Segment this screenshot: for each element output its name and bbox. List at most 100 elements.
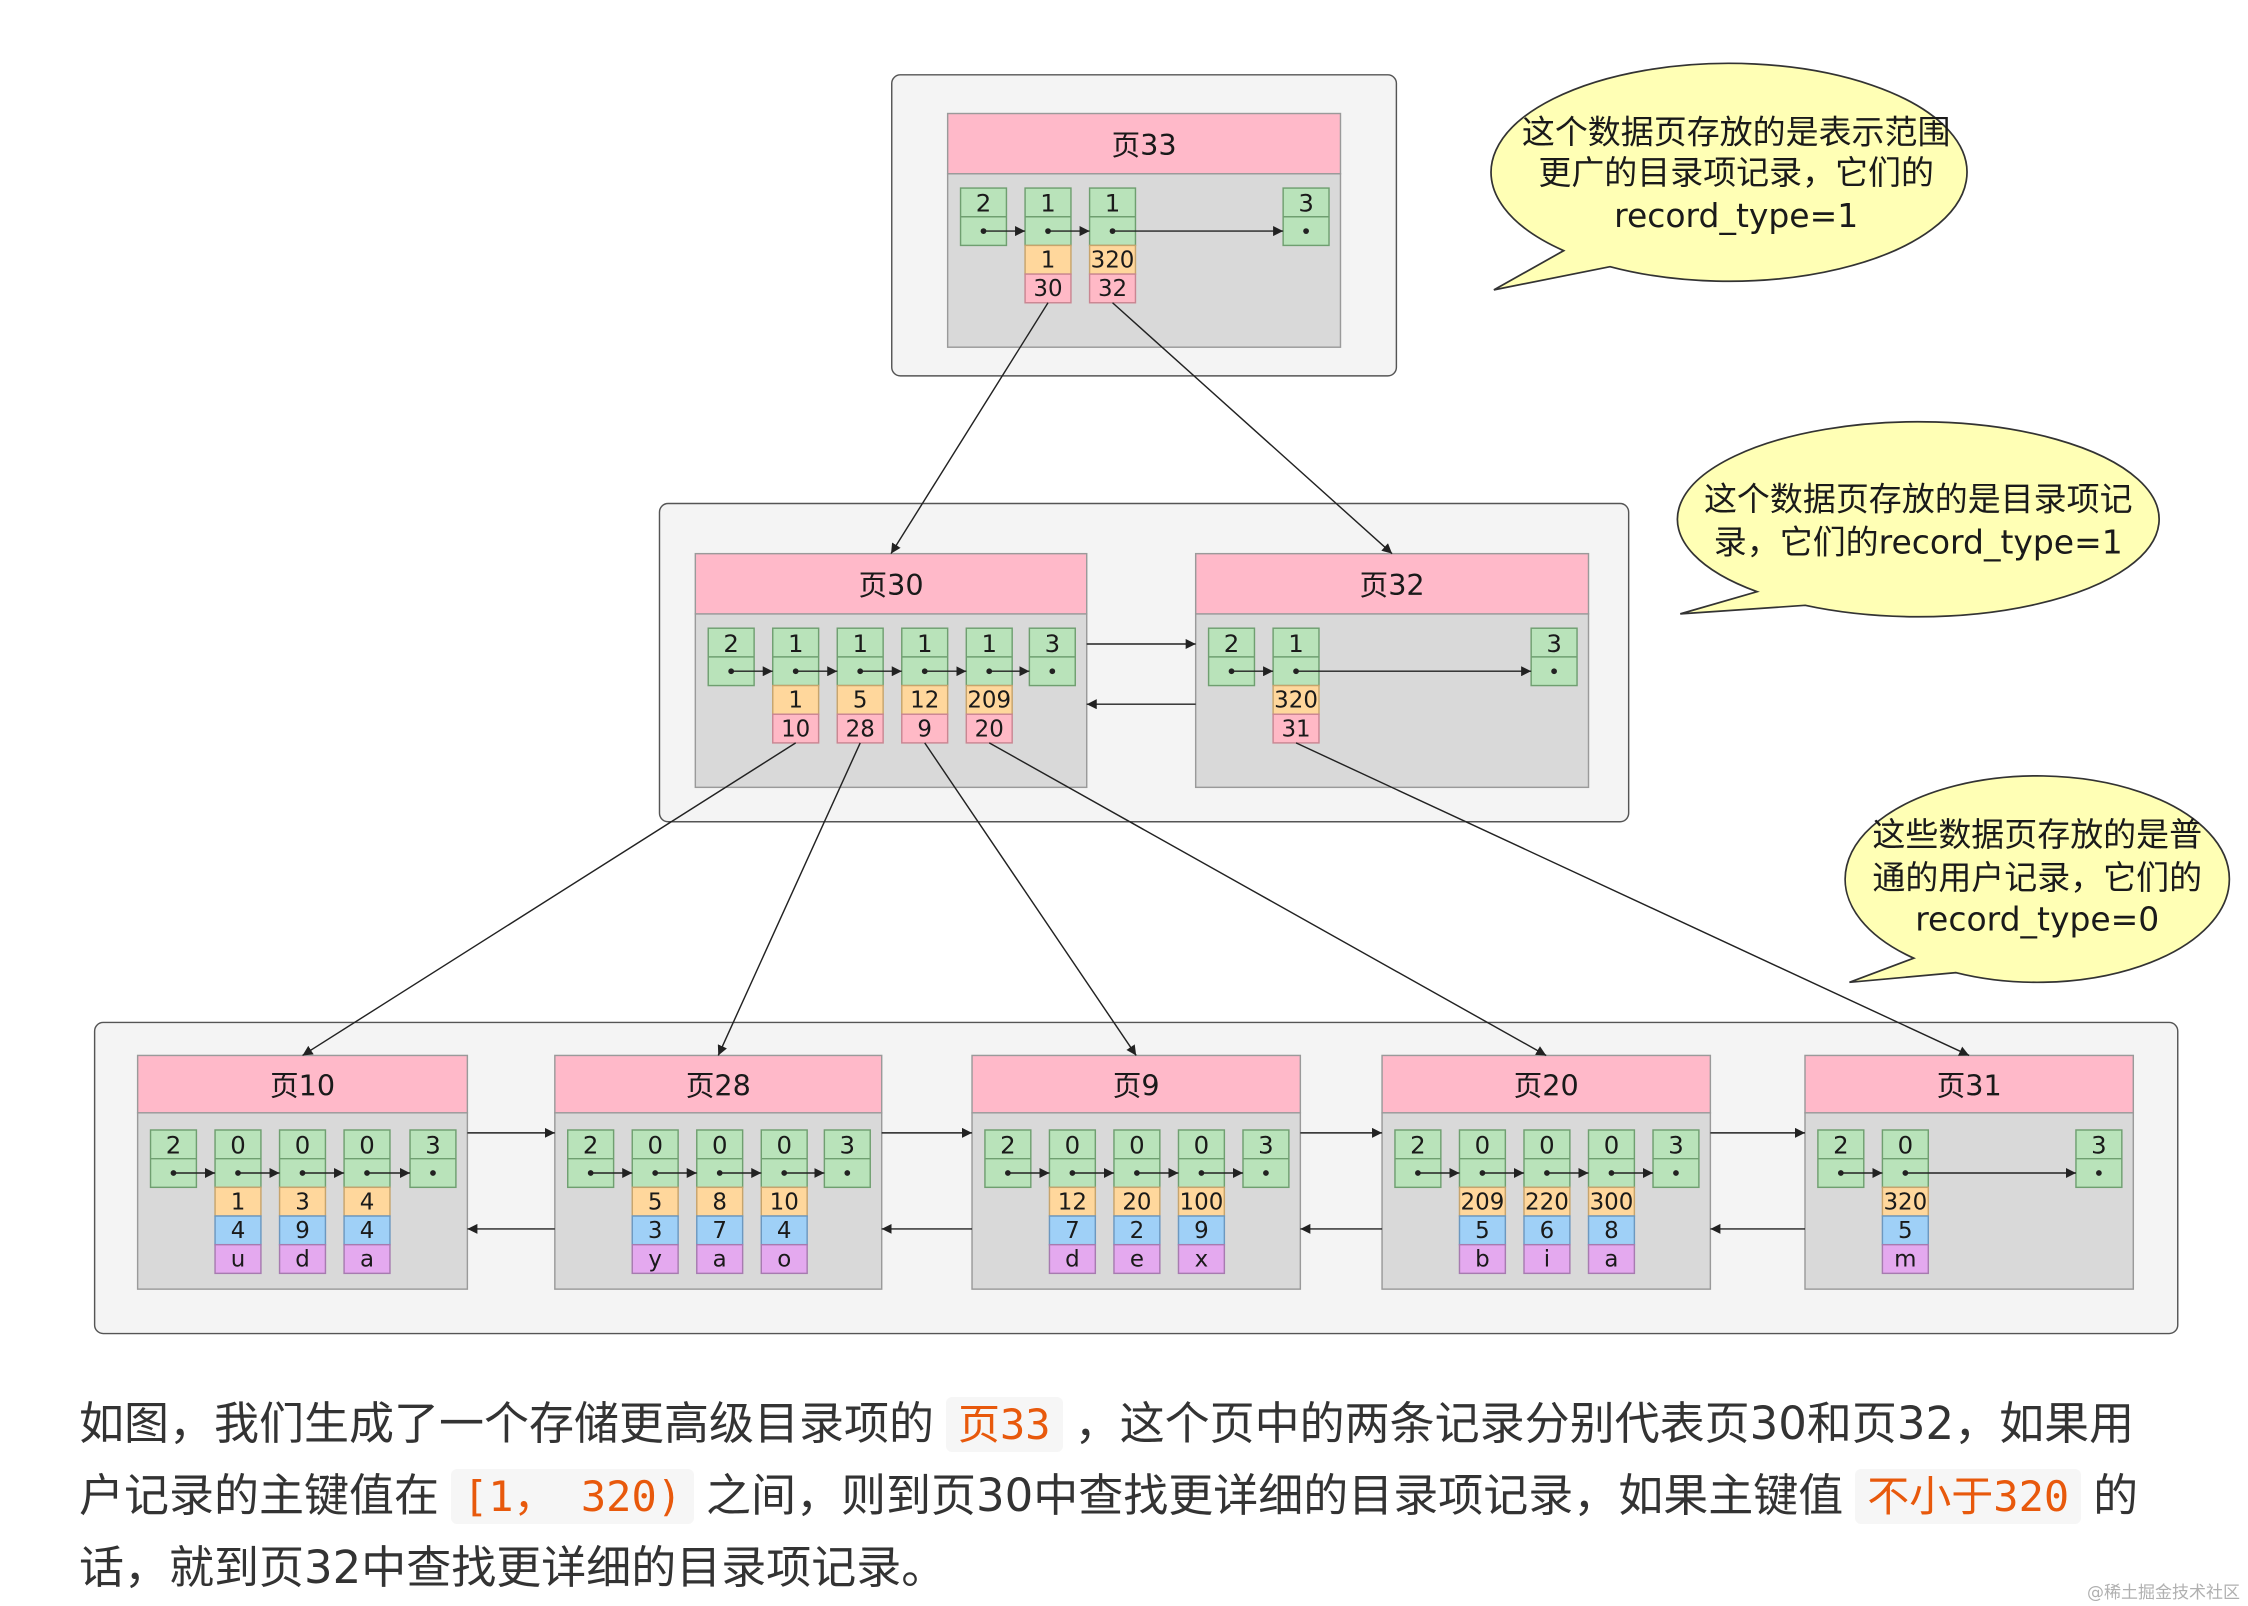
record-type-label: 3	[1258, 1131, 1274, 1160]
key-cell	[1458, 1186, 1507, 1217]
next-record-dot	[1551, 668, 1557, 675]
key-label: 320	[1274, 688, 1318, 714]
record-type-label: 3	[1546, 629, 1562, 658]
callout-line: 更广的目录项记录，它们的	[1538, 153, 1934, 192]
page-body	[694, 613, 1088, 789]
caption-text: 如图，我们生成了一个存储更高级目录项的	[79, 1397, 935, 1450]
record-type-label: 0	[1604, 1131, 1620, 1160]
record-type-label: 0	[1475, 1131, 1491, 1160]
child-page-pointer	[302, 742, 797, 1057]
column3-label: o	[777, 1247, 791, 1273]
caption-text: 话，就到页32中查找更详细的目录项记录。	[79, 1541, 947, 1594]
child-page-pointer	[717, 742, 861, 1056]
record-type-label: 3	[1045, 629, 1061, 658]
next-record-dot	[430, 1170, 436, 1176]
record-type-label: 2	[166, 1131, 181, 1160]
key-label: 300	[1590, 1189, 1634, 1215]
column2-cell	[1113, 1215, 1161, 1246]
child-page-pointer	[988, 742, 1547, 1057]
callout-line: 这些数据页存放的是普	[1872, 815, 2202, 854]
column3-label: m	[1894, 1247, 1916, 1273]
page-title: 页33	[1112, 128, 1177, 162]
key-cell	[1523, 1186, 1571, 1217]
record-type-label: 0	[1898, 1131, 1914, 1160]
column3-label: a	[713, 1247, 727, 1273]
record-type-label: 3	[840, 1131, 856, 1160]
record-type-label: 1	[852, 629, 868, 658]
record: 3	[409, 1129, 457, 1189]
record-type-label: 3	[1298, 189, 1314, 218]
key-cell	[1587, 1186, 1636, 1217]
column3-label: a	[1604, 1247, 1618, 1273]
page-header	[971, 1054, 1302, 1114]
page-number-label: 28	[846, 716, 875, 742]
record-type-label: 2	[1833, 1131, 1849, 1160]
sibling-links-layer	[467, 638, 1805, 1234]
caption-text: ，这个页中的两条记录分别代表页30和页32，如果用	[1074, 1397, 2135, 1450]
child-pointer-layer	[302, 302, 1970, 1057]
child-page-pointer	[890, 302, 1049, 555]
caption-line: 如图，我们生成了一个存储更高级目录项的页33，这个页中的两条记录分别代表页30和…	[79, 1388, 2239, 1460]
column3-cell	[1523, 1243, 1571, 1275]
page-number-label: 9	[917, 716, 932, 742]
caption-text: 之间，则到页30中查找更详细的目录项记录，如果主键值	[706, 1469, 1844, 1522]
column2-label: 9	[1194, 1218, 1209, 1244]
key-label: 8	[712, 1189, 727, 1215]
child-page-pointer	[924, 742, 1137, 1056]
column3-cell	[214, 1243, 262, 1275]
next-record-dot	[1263, 1170, 1269, 1176]
next-record-dot	[1293, 668, 1299, 675]
page-number-label: 31	[1281, 716, 1310, 742]
key-cell	[278, 1186, 327, 1217]
page-title: 页32	[1360, 568, 1425, 602]
key-cell	[901, 684, 949, 715]
record-type-label: 1	[1105, 189, 1121, 218]
key-cell	[965, 684, 1013, 715]
column2-label: 4	[360, 1218, 375, 1244]
column2-cell	[760, 1215, 808, 1246]
record: 3	[1028, 627, 1076, 687]
caption-paragraph: 如图，我们生成了一个存储更高级目录项的页33，这个页中的两条记录分别代表页30和…	[79, 1388, 2239, 1604]
record: 3	[823, 1129, 871, 1189]
callout-line: 通的用户记录，它们的	[1872, 858, 2202, 897]
caption-text: 户记录的主键值在	[79, 1469, 440, 1522]
inline-code: 页33	[946, 1397, 1063, 1452]
page-number-cell	[1272, 713, 1320, 744]
callout-shape	[1676, 420, 2160, 618]
caption-text: 的	[2093, 1469, 2139, 1522]
key-label: 220	[1525, 1189, 1569, 1215]
record-type-label: 0	[1539, 1131, 1555, 1160]
page-header	[946, 112, 1342, 175]
key-cell	[1177, 1186, 1226, 1217]
page-title: 页20	[1514, 1069, 1579, 1103]
child-page-pointer	[1112, 302, 1393, 555]
key-cell	[1048, 1186, 1097, 1217]
column2-label: 7	[1065, 1218, 1080, 1244]
column3-label: d	[295, 1247, 310, 1273]
page-header	[1194, 552, 1590, 615]
callout-shape	[1490, 62, 1968, 291]
key-cell	[772, 684, 820, 715]
key-label: 5	[853, 688, 868, 714]
column3-label: u	[231, 1247, 246, 1273]
column3-label: i	[1544, 1247, 1550, 1273]
